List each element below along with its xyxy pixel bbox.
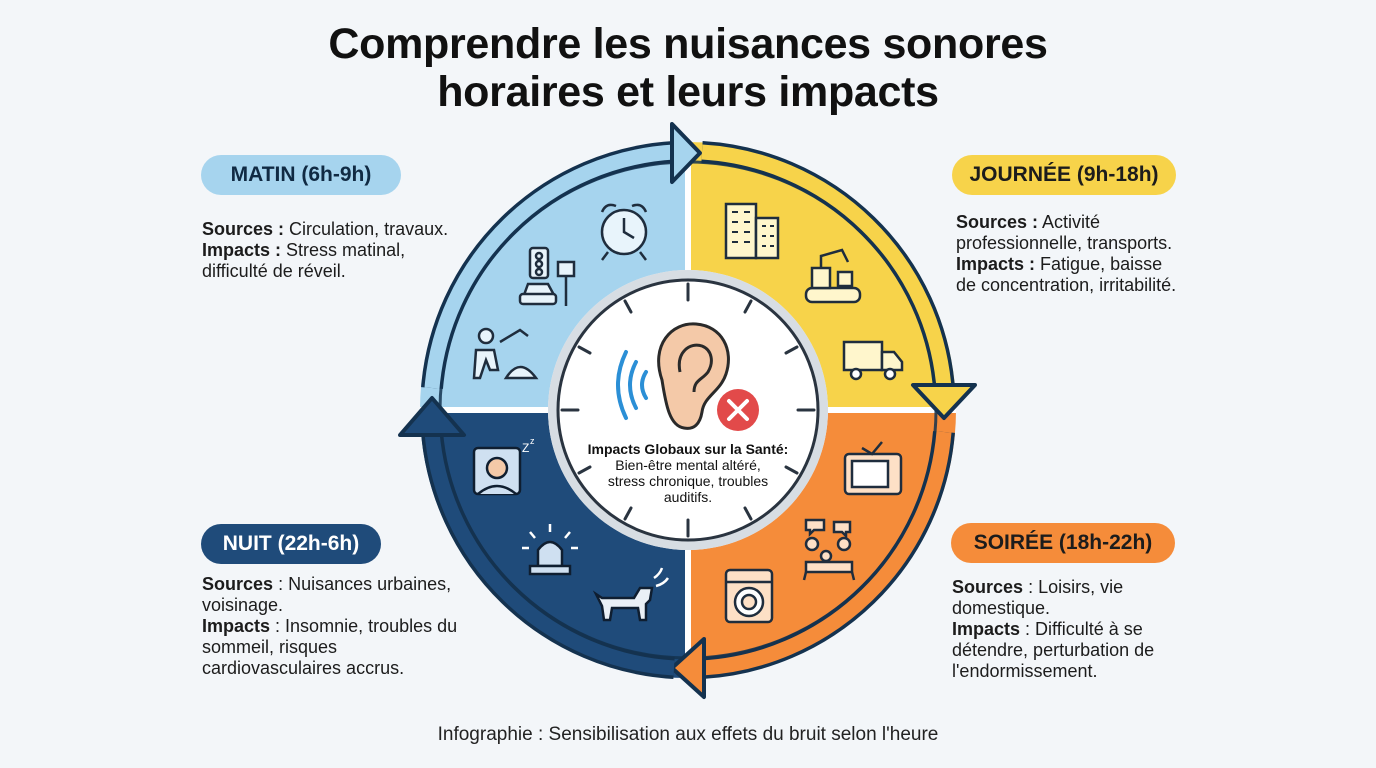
impacts-text: : Insomnie, troubles du — [275, 616, 458, 636]
sources-label: Sources : — [202, 219, 285, 239]
sources-text: voisinage. — [202, 595, 284, 615]
center-line-1: Bien-être mental altéré, — [615, 457, 761, 473]
impacts-text: Fatigue, baisse — [1040, 254, 1163, 274]
title-line-2: horaires et leurs impacts — [437, 68, 939, 116]
title-line-1: Comprendre les nuisances sonores — [328, 20, 1048, 68]
television-icon — [843, 441, 903, 496]
impacts-label: Impacts : — [202, 240, 282, 260]
page-title: Comprendre les nuisances sonores horaire… — [0, 20, 1376, 116]
sources-text: domestique. — [952, 598, 1051, 618]
period-label-nuit: NUIT (22h-6h) — [201, 524, 381, 564]
sources-label: Sources — [952, 577, 1024, 597]
svg-text:Z: Z — [522, 441, 529, 455]
arrow-nuit-to-matin — [398, 396, 675, 679]
impacts-text: l'endormissement. — [952, 661, 1098, 681]
period-description-journee: Sources : Activité professionnelle, tran… — [956, 212, 1176, 296]
barking-dog-icon — [592, 567, 670, 622]
delivery-truck-icon — [842, 340, 904, 381]
sleeping-person-icon: Z z — [472, 436, 535, 496]
impacts-text: détendre, perturbation de — [952, 640, 1155, 660]
office-building-icon — [724, 202, 780, 260]
factory-robot-icon — [804, 248, 862, 304]
period-description-matin: Sources : Circulation, travaux. Impacts … — [202, 219, 448, 282]
impacts-label: Impacts — [202, 616, 271, 636]
impacts-text: cardiovasculaires accrus. — [202, 658, 405, 678]
siren-icon — [522, 524, 578, 576]
impacts-text: de concentration, irritabilité. — [956, 275, 1177, 295]
arrow-soiree-to-nuit — [670, 431, 955, 699]
sources-text: Circulation, travaux. — [289, 219, 449, 239]
alarm-clock-icon — [600, 203, 648, 261]
sources-text: professionnelle, transports. — [956, 233, 1173, 253]
ear-icon — [657, 322, 730, 430]
sources-label: Sources — [202, 574, 274, 594]
center-health-impacts: Impacts Globaux sur la Santé: Bien-être … — [568, 441, 808, 505]
construction-worker-icon — [472, 327, 539, 380]
impacts-label: Impacts — [952, 619, 1021, 639]
sources-text: : Nuisances urbaines, — [278, 574, 452, 594]
svg-text:z: z — [530, 436, 535, 446]
family-gathering-icon — [802, 518, 856, 581]
period-label-matin: MATIN (6h-9h) — [201, 155, 401, 195]
footer-caption: Infographie : Sensibilisation aux effets… — [437, 724, 939, 745]
impacts-label: Impacts : — [956, 254, 1036, 274]
washing-machine-icon — [724, 568, 774, 624]
impacts-text: : Difficulté à se — [1025, 619, 1143, 639]
center-title: Impacts Globaux sur la Santé: — [587, 441, 789, 457]
period-description-nuit: Sources : Nuisances urbaines, voisinage.… — [202, 574, 457, 679]
sources-text: Activité — [1042, 212, 1101, 232]
sound-waves-icon — [616, 350, 648, 420]
center-line-2: stress chronique, troubles — [607, 473, 769, 489]
impacts-text: sommeil, risques — [202, 637, 338, 657]
impacts-text: difficulté de réveil. — [202, 261, 346, 281]
traffic-light-car-icon — [518, 246, 576, 306]
arrow-journee-to-soiree — [701, 141, 977, 420]
period-description-soiree: Sources : Loisirs, vie domestique. Impac… — [952, 577, 1154, 682]
arrow-matin-to-journee — [421, 122, 702, 389]
impacts-text: Stress matinal, — [286, 240, 406, 260]
sources-label: Sources : — [956, 212, 1039, 232]
center-line-3: auditifs. — [663, 489, 713, 505]
sources-text: : Loisirs, vie — [1028, 577, 1124, 597]
period-label-journee: JOURNÉE (9h-18h) — [952, 155, 1176, 195]
no-sign-icon — [717, 389, 759, 431]
period-label-soiree: SOIRÉE (18h-22h) — [951, 523, 1175, 563]
